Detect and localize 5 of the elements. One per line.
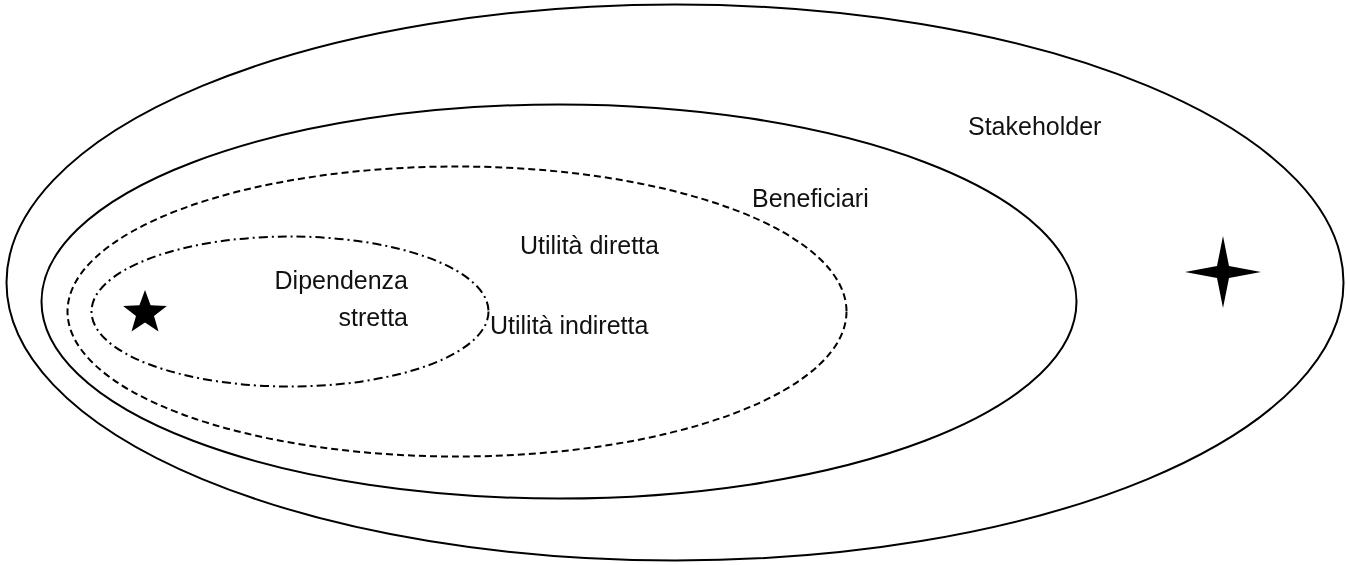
region-label: Utilità diretta [520, 230, 659, 261]
region-label: Stakeholder [968, 111, 1102, 142]
region-label: Dipendenza stretta [273, 265, 408, 333]
region-label: Utilità indiretta [490, 310, 649, 341]
region-label: Beneficiari [752, 183, 869, 214]
